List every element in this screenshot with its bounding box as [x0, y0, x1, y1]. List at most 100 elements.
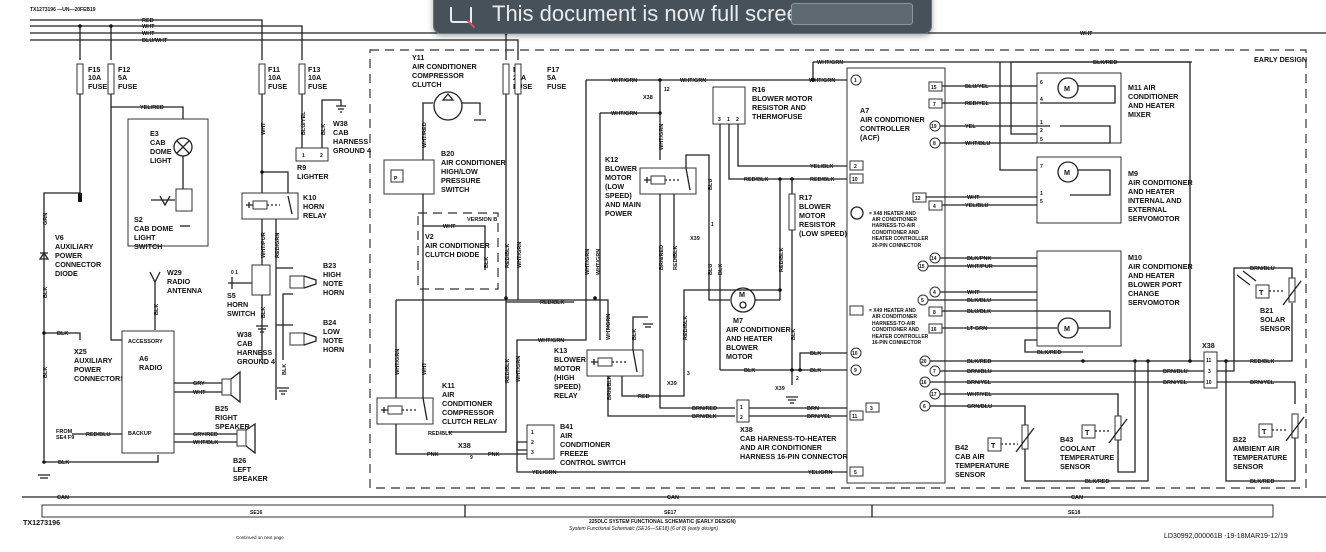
svg-text:X38: X38 [458, 441, 471, 450]
svg-text:4: 4 [933, 204, 936, 210]
svg-text:9: 9 [854, 368, 857, 374]
svg-text:CONNECTOR: CONNECTOR [55, 260, 102, 269]
svg-text:CONTROL SWITCH: CONTROL SWITCH [560, 458, 626, 467]
svg-text:BLK: BLK [321, 124, 327, 135]
svg-text:BLK: BLK [58, 460, 69, 466]
svg-text:AND HEATER: AND HEATER [1128, 271, 1175, 280]
svg-text:AND HEATER: AND HEATER [726, 334, 773, 343]
svg-text:BLK: BLK [154, 304, 160, 315]
svg-text:BLOWER: BLOWER [799, 202, 832, 211]
svg-text:WHT/GRN: WHT/GRN [606, 314, 612, 340]
svg-text:3: 3 [718, 117, 721, 123]
svg-text:RED/BLK: RED/BLK [810, 177, 834, 183]
svg-text:SENSOR: SENSOR [1060, 462, 1091, 471]
svg-text:1: 1 [1040, 120, 1043, 126]
svg-text:ACCESSORY: ACCESSORY [128, 339, 163, 345]
svg-text:P: P [394, 176, 398, 182]
svg-text:POWER: POWER [55, 251, 83, 260]
svg-text:T: T [1262, 427, 1267, 436]
bus-wire-label: RED [142, 18, 154, 24]
svg-text:HIGH/LOW: HIGH/LOW [441, 167, 478, 176]
svg-text:AIR CONDITIONER: AIR CONDITIONER [872, 217, 917, 223]
svg-text:RELAY: RELAY [554, 391, 578, 400]
svg-text:WHT/BLU: WHT/BLU [965, 141, 990, 147]
svg-text:F17: F17 [547, 65, 559, 74]
svg-text:WHT: WHT [261, 122, 267, 135]
middle-wiring: RED/BLK WHT/GRN WHT RED/BLK RED/BLK WHT/… [395, 60, 1191, 451]
svg-text:BLK: BLK [43, 367, 49, 378]
svg-text:RESISTOR AND: RESISTOR AND [752, 103, 806, 112]
svg-text:COMPRESSOR: COMPRESSOR [412, 71, 465, 80]
svg-text:B42: B42 [955, 443, 968, 452]
svg-text:NOTE: NOTE [323, 336, 343, 345]
svg-text:A7: A7 [860, 106, 869, 115]
exit-fullscreen-button[interactable] [791, 3, 913, 25]
svg-text:3: 3 [1208, 369, 1211, 375]
svg-text:COOLANT: COOLANT [1060, 444, 1096, 453]
svg-text:X39: X39 [667, 381, 677, 387]
svg-text:HORN: HORN [303, 202, 324, 211]
svg-text:NOTE: NOTE [323, 279, 343, 288]
svg-text:10: 10 [852, 177, 858, 183]
svg-text:AND HEATER: AND HEATER [1128, 101, 1175, 110]
svg-text:RED/BLK: RED/BLK [683, 316, 689, 340]
bus-wire-label: WHT [142, 31, 155, 37]
svg-text:RED/GRN: RED/GRN [275, 233, 281, 258]
svg-text:TEMPERATURE: TEMPERATURE [1233, 453, 1287, 462]
svg-text:BRN/YEL: BRN/YEL [1163, 380, 1188, 386]
svg-text:GRY/RED: GRY/RED [193, 432, 218, 438]
svg-text:MIXER: MIXER [1128, 110, 1152, 119]
svg-text:F15: F15 [88, 65, 100, 74]
svg-text:16: 16 [931, 327, 937, 333]
svg-text:1: 1 [711, 222, 714, 228]
svg-text:1: 1 [854, 78, 857, 84]
svg-text:AND AIR CONDITIONER: AND AIR CONDITIONER [740, 443, 823, 452]
svg-text:GRY: GRY [193, 381, 205, 387]
svg-text:YEL: YEL [965, 124, 976, 130]
svg-text:BLK/RED: BLK/RED [1250, 479, 1274, 485]
svg-text:HORN: HORN [323, 288, 344, 297]
svg-text:W38: W38 [333, 119, 348, 128]
svg-text:F11: F11 [268, 65, 280, 74]
svg-text:BACKUP: BACKUP [128, 431, 152, 437]
svg-text:B21: B21 [1260, 306, 1273, 315]
svg-text:AIR CONDITIONER: AIR CONDITIONER [726, 325, 791, 334]
svg-text:RED/BLK: RED/BLK [505, 359, 511, 383]
svg-text:WHT: WHT [193, 390, 206, 396]
svg-text:BLU/BLK: BLU/BLK [967, 309, 991, 315]
svg-text:M: M [1064, 168, 1070, 177]
svg-text:B22: B22 [1233, 435, 1246, 444]
svg-text:YEL/GRN: YEL/GRN [532, 470, 556, 476]
svg-text:7: 7 [1040, 164, 1043, 170]
svg-text:T: T [991, 441, 996, 450]
svg-text:BLOWER: BLOWER [605, 164, 638, 173]
svg-text:(LOW SPEED): (LOW SPEED) [799, 229, 848, 238]
svg-text:CAB: CAB [150, 138, 166, 147]
svg-text:2: 2 [854, 164, 857, 170]
svg-text:WHT/GRN: WHT/GRN [395, 349, 401, 375]
svg-text:DOME: DOME [150, 147, 172, 156]
svg-text:WHT/GRN: WHT/GRN [611, 78, 637, 84]
svg-text:WHT/GRN: WHT/GRN [538, 338, 564, 344]
footer-ref: LD30992,000061B -19-18MAR19-12/19 [1164, 533, 1288, 540]
svg-text:5: 5 [1040, 199, 1043, 205]
svg-text:1: 1 [531, 430, 534, 436]
svg-text:SPEAKER: SPEAKER [215, 422, 251, 431]
doc-code: TX1273196 —UN—20FEB19 [30, 7, 96, 13]
svg-text:BLK/RED: BLK/RED [1093, 60, 1117, 66]
svg-text:CHANGE: CHANGE [1128, 289, 1159, 298]
svg-text:CONNECTORS: CONNECTORS [74, 374, 125, 383]
svg-text:10A: 10A [308, 73, 321, 82]
svg-text:BLK: BLK [810, 351, 821, 357]
svg-text:AND HEATER: AND HEATER [1128, 187, 1175, 196]
svg-text:YEL/RED: YEL/RED [140, 105, 164, 111]
svg-text:11: 11 [1206, 358, 1212, 364]
svg-text:HARNESS: HARNESS [333, 137, 368, 146]
svg-text:BLK: BLK [810, 368, 821, 374]
svg-text:T: T [1259, 288, 1264, 297]
svg-text:X25: X25 [74, 347, 87, 356]
